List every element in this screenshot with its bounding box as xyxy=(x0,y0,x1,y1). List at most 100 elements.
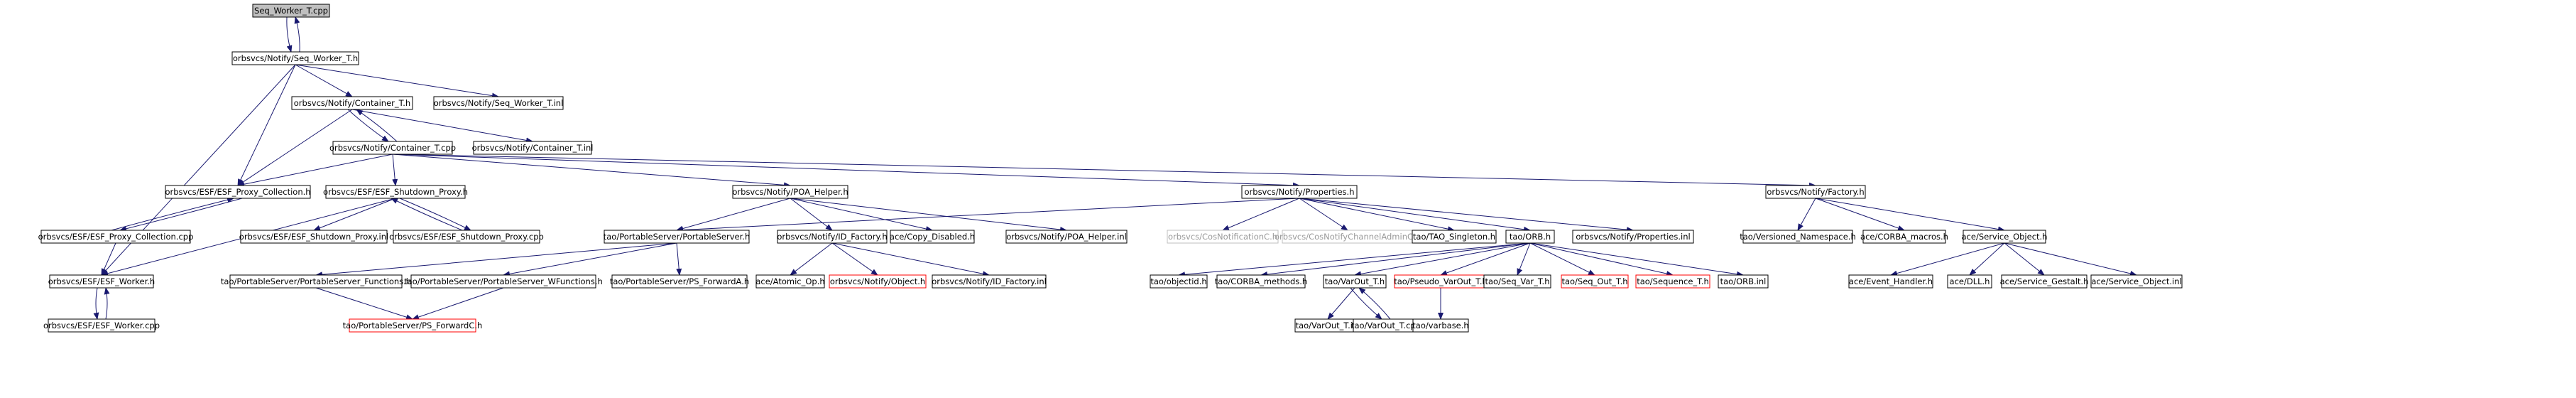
node-n37[interactable]: tao/Seq_Var_T.h xyxy=(1483,274,1551,289)
edge-n15-n31 xyxy=(831,242,878,276)
node-n8[interactable]: orbsvcs/Notify/POA_Helper.h xyxy=(732,185,848,199)
node-label: tao/Seq_Out_T.h xyxy=(1561,276,1627,286)
node-n41[interactable]: ace/Event_Handler.h xyxy=(1848,274,1933,289)
node-label: tao/PortableServer/PortableServer.h xyxy=(604,232,750,242)
edge-n8-n14 xyxy=(676,198,791,232)
node-label: orbsvcs/Notify/Properties.inl xyxy=(1576,232,1690,242)
node-box xyxy=(252,4,330,18)
node-box xyxy=(2001,274,2087,289)
node-n6[interactable]: orbsvcs/ESF/ESF_Proxy_Collection.h xyxy=(165,185,311,199)
node-n20[interactable]: tao/TAO_Singleton.h xyxy=(1412,230,1497,244)
node-box xyxy=(433,96,564,110)
node-n24[interactable]: ace/CORBA_macros.h xyxy=(1860,230,1948,244)
edge-n4-n9 xyxy=(392,154,1300,188)
node-n2[interactable]: orbsvcs/Notify/Container_T.h xyxy=(291,96,413,110)
node-label: ace/DLL.h xyxy=(1950,276,1990,286)
node-n16[interactable]: ace/Copy_Disabled.h xyxy=(890,230,975,244)
node-label: orbsvcs/Notify/Container_T.inl xyxy=(472,143,594,153)
node-label: ace/CORBA_macros.h xyxy=(1860,232,1948,242)
node-box xyxy=(48,318,155,333)
node-n35[interactable]: tao/VarOut_T.h xyxy=(1323,274,1387,289)
node-n11[interactable]: orbsvcs/ESF/ESF_Proxy_Collection.cpp xyxy=(38,230,194,244)
edge-n14-n27 xyxy=(315,242,677,278)
node-box xyxy=(332,141,453,155)
node-n27[interactable]: tao/PortableServer/PortableServer_Functi… xyxy=(221,274,411,289)
node-n22[interactable]: orbsvcs/Notify/Properties.inl xyxy=(1572,230,1694,244)
node-box xyxy=(240,230,388,244)
node-box xyxy=(291,96,413,110)
node-n3[interactable]: orbsvcs/Notify/Seq_Worker_T.inl xyxy=(433,96,564,110)
node-n29[interactable]: tao/PortableServer/PS_ForwardA.h xyxy=(610,274,749,289)
edge-n4-n7 xyxy=(392,154,398,186)
node-n0[interactable]: Seq_Worker_T.cpp xyxy=(252,4,330,18)
node-label: orbsvcs/CosNotificationC.h xyxy=(1168,232,1277,242)
node-n32[interactable]: orbsvcs/Notify/ID_Factory.inl xyxy=(932,274,1047,289)
node-box xyxy=(1150,274,1208,289)
node-n1[interactable]: orbsvcs/Notify/Seq_Worker_T.h xyxy=(231,51,359,65)
edge-n1-n26 xyxy=(101,64,296,276)
edge-n25-n43 xyxy=(2004,242,2045,276)
node-n14[interactable]: tao/PortableServer/PortableServer.h xyxy=(604,230,750,244)
node-n18[interactable]: orbsvcs/CosNotificationC.h xyxy=(1167,230,1279,244)
node-n43[interactable]: ace/Service_Gestalt.h xyxy=(2000,274,2089,289)
edge-n4-n10 xyxy=(392,154,1816,188)
edge-n26-n45 xyxy=(93,287,99,320)
edge-n45-n26 xyxy=(104,287,110,320)
node-label: tao/ORB.inl xyxy=(1720,276,1767,286)
edge-n1-n6 xyxy=(237,64,296,186)
node-n19[interactable]: orbsvcs/CosNotifyChannelAdminC.h xyxy=(1275,230,1421,244)
node-n39[interactable]: tao/Sequence_T.h xyxy=(1635,274,1710,289)
node-label: orbsvcs/Notify/POA_Helper.h xyxy=(732,187,848,197)
node-box xyxy=(755,274,825,289)
node-box xyxy=(1765,185,1866,199)
node-n34[interactable]: tao/CORBA_methods.h xyxy=(1215,274,1307,289)
node-n40[interactable]: tao/ORB.inl xyxy=(1718,274,1769,289)
node-n48[interactable]: tao/VarOut_T.cpp xyxy=(1351,318,1421,333)
node-box xyxy=(349,318,476,333)
node-n44[interactable]: ace/Service_Object.inl xyxy=(2090,274,2183,289)
edge-n9-n18 xyxy=(1222,198,1300,231)
edge-n25-n44 xyxy=(2004,242,2137,276)
node-box xyxy=(1505,230,1555,244)
node-label: orbsvcs/Notify/Seq_Worker_T.inl xyxy=(434,98,564,108)
node-n10[interactable]: orbsvcs/Notify/Factory.h xyxy=(1765,185,1866,199)
node-label: orbsvcs/Notify/ID_Factory.inl xyxy=(932,276,1047,286)
node-n42[interactable]: ace/DLL.h xyxy=(1947,274,1992,289)
node-n5[interactable]: orbsvcs/Notify/Container_T.inl xyxy=(472,141,594,155)
edge-n21-n39 xyxy=(1529,242,1674,276)
edge-n1-n2 xyxy=(295,64,353,97)
node-n25[interactable]: ace/Service_Object.h xyxy=(1962,230,2048,244)
node-n7[interactable]: orbsvcs/ESF/ESF_Shutdown_Proxy.h xyxy=(323,185,468,199)
node-box xyxy=(40,230,191,244)
node-n28[interactable]: tao/PortableServer/PortableServer_WFunct… xyxy=(404,274,603,289)
node-box xyxy=(1216,274,1306,289)
node-box xyxy=(325,185,466,199)
node-n13[interactable]: orbsvcs/ESF/ESF_Shutdown_Proxy.cpp xyxy=(389,230,544,244)
edge-n35-n47 xyxy=(1327,287,1355,320)
node-n21[interactable]: tao/ORB.h xyxy=(1505,230,1555,244)
node-n17[interactable]: orbsvcs/Notify/POA_Helper.inl xyxy=(1005,230,1128,244)
node-label: tao/Pseudo_VarOut_T.h xyxy=(1394,276,1488,286)
edge-n9-n14 xyxy=(676,198,1300,233)
node-n47[interactable]: tao/VarOut_T.inl xyxy=(1294,318,1361,333)
node-n46[interactable]: tao/PortableServer/PS_ForwardC.h xyxy=(343,318,483,333)
node-n33[interactable]: tao/objectid.h xyxy=(1150,274,1208,289)
node-label: tao/PortableServer/PortableServer_Functi… xyxy=(221,276,411,286)
node-n31[interactable]: orbsvcs/Notify/Object.h xyxy=(829,274,927,289)
node-box xyxy=(1572,230,1694,244)
node-n30[interactable]: ace/Atomic_Op.h xyxy=(755,274,825,289)
node-n4[interactable]: orbsvcs/Notify/Container_T.cpp xyxy=(329,141,456,155)
node-n12[interactable]: orbsvcs/ESF/ESF_Shutdown_Proxy.inl xyxy=(239,230,388,244)
node-n49[interactable]: tao/varbase.h xyxy=(1412,318,1469,333)
node-box xyxy=(1862,230,1946,244)
node-n9[interactable]: orbsvcs/Notify/Properties.h xyxy=(1241,185,1358,199)
node-n15[interactable]: orbsvcs/Notify/ID_Factory.h xyxy=(777,230,888,244)
node-n45[interactable]: orbsvcs/ESF/ESF_Worker.cpp xyxy=(43,318,160,333)
node-box xyxy=(932,274,1047,289)
node-label: tao/PortableServer/PS_ForwardC.h xyxy=(343,321,483,330)
node-n36[interactable]: tao/Pseudo_VarOut_T.h xyxy=(1394,274,1488,289)
node-n23[interactable]: tao/Versioned_Namespace.h xyxy=(1740,230,1856,244)
node-n26[interactable]: orbsvcs/ESF/ESF_Worker.h xyxy=(48,274,155,289)
node-n38[interactable]: tao/Seq_Out_T.h xyxy=(1561,274,1629,289)
